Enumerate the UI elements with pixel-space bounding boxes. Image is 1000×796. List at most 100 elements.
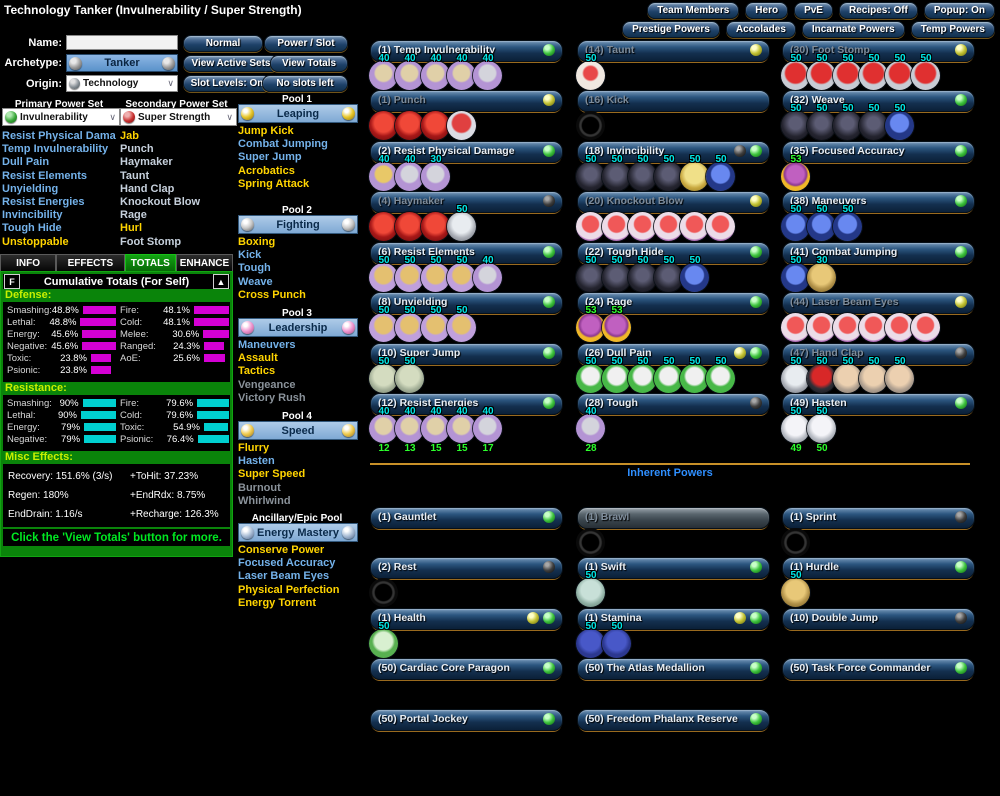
tab-enhance[interactable]: ENHANCE (175, 254, 233, 271)
enhancement-icon-greenio[interactable] (602, 364, 631, 393)
enhancement-icon-redw[interactable] (447, 111, 476, 140)
enhancement-icon-silver[interactable] (781, 364, 810, 393)
power-44-laser-beam-eyes[interactable]: (44) Laser Beam Eyes444645454546 (781, 292, 975, 353)
enhancement-icon-resel[interactable] (369, 263, 398, 292)
pool-item-spring-attack[interactable]: Spring Attack (238, 177, 310, 190)
slot-levels-button[interactable]: Slot Levels: On (183, 75, 271, 92)
enhancement-slot[interactable]: 5335 (781, 154, 810, 202)
enhancement-icon-sj[interactable] (395, 364, 424, 393)
enhancement-slot[interactable]: 5011 (395, 255, 424, 303)
enhancement-slot[interactable]: 5014 (576, 53, 605, 101)
enhancement-slot[interactable]: 5046 (680, 356, 709, 404)
enhancement-slot[interactable]: 39 (654, 204, 683, 252)
enhancement-icon-dark[interactable] (807, 111, 836, 140)
enhancement-icon-red[interactable] (395, 111, 424, 140)
power-bar[interactable]: (1) Gauntlet (370, 507, 563, 529)
enhancement-slot[interactable]: 5023 (602, 621, 631, 669)
pool-item-hasten[interactable]: Hasten (238, 455, 275, 468)
enhancement-icon-greenio[interactable] (680, 364, 709, 393)
top-button-prestige-powers[interactable]: Prestige Powers (622, 21, 720, 38)
power-bar[interactable]: (1) Stamina (577, 608, 770, 630)
enhancement-icon-fancy[interactable] (885, 313, 914, 342)
enhancement-slot[interactable]: 1 (576, 520, 605, 568)
powerset-item-jab[interactable]: Jab (120, 130, 139, 142)
power-bar[interactable]: (10) Super Jump (370, 343, 563, 365)
enhancement-icon-yel[interactable] (680, 162, 709, 191)
power-35-focused-accuracy[interactable]: (35) Focused Accuracy5335 (781, 141, 975, 202)
enhancement-slot[interactable]: 5031 (395, 356, 424, 404)
enhancement-icon-blue[interactable] (833, 212, 862, 241)
enhancement-icon-hurdle[interactable] (781, 578, 810, 607)
enhancement-icon-empty[interactable] (576, 528, 605, 557)
enhancement-icon-lavs[interactable] (421, 162, 450, 191)
powerset-item-unstoppable[interactable]: Unstoppable (2, 235, 69, 248)
enhancement-icon-fancy[interactable] (781, 313, 810, 342)
enhancement-icon-gold[interactable] (602, 313, 631, 342)
enhancement-icon-fancy[interactable] (602, 212, 631, 241)
power-1-sprint[interactable]: (1) Sprint1 (781, 507, 975, 568)
enhancement-slot[interactable]: 45 (833, 305, 862, 353)
pool-item-whirlwind[interactable]: Whirlwind (238, 494, 291, 507)
pool-item-super-speed[interactable]: Super Speed (238, 468, 306, 481)
enhancement-icon-gold[interactable] (781, 162, 810, 191)
pool-item-focused-accuracy[interactable]: Focused Accuracy (238, 557, 336, 570)
power-bar[interactable]: (1) Swift (577, 557, 770, 579)
enhancement-icon-resel[interactable] (421, 263, 450, 292)
enhancement-icon-resel[interactable] (447, 263, 476, 292)
power-38-maneuvers[interactable]: (38) Maneuvers503850425043 (781, 191, 975, 252)
enhancement-icon-greenio[interactable] (706, 364, 735, 393)
enhancement-slot[interactable]: 5042 (885, 53, 914, 101)
power-bar[interactable]: (50) Portal Jockey (370, 709, 563, 731)
power-bar[interactable]: (16) Kick (577, 90, 770, 112)
power-1-punch[interactable]: (1) Punch1335 (369, 90, 563, 151)
primary-set-selector[interactable]: Invulnerability ∨ (2, 108, 120, 126)
enhancement-icon-face[interactable] (859, 364, 888, 393)
enhancement-slot[interactable]: 5032 (781, 103, 810, 151)
powerset-item-rage[interactable]: Rage (120, 209, 147, 222)
enhancement-icon-stam[interactable] (576, 629, 605, 658)
power-18-invincibility[interactable]: (18) Invincibility5018502750275029502950… (576, 141, 770, 202)
power-bar[interactable]: (1) Hurdle (782, 557, 975, 579)
power-20-knockout-blow[interactable]: (20) Knockout Blow203737393939 (576, 191, 770, 252)
enhancement-icon-mouth[interactable] (576, 61, 605, 90)
enhancement-icon-lav[interactable] (395, 61, 424, 90)
enhancement-slot[interactable]: 37 (628, 204, 657, 252)
power-bar[interactable]: (41) Combat Jumping (782, 242, 975, 264)
power-50-portal-jockey[interactable]: (50) Portal Jockey (370, 709, 563, 731)
top-button-pve[interactable]: PvE (794, 2, 833, 19)
enhancement-icon-dark[interactable] (602, 263, 631, 292)
pool-item-acrobatics[interactable]: Acrobatics (238, 164, 295, 177)
enhancement-icon-red[interactable] (395, 212, 424, 241)
enhancement-icon-empty[interactable] (576, 111, 605, 140)
enhancement-slot[interactable]: 405 (395, 154, 424, 202)
enhancement-icon-greenio[interactable] (576, 364, 605, 393)
enhancement-icon-fancy[interactable] (654, 212, 683, 241)
enhancement-slot[interactable]: 4 (369, 204, 398, 252)
enhancement-slot[interactable]: 5 (447, 103, 476, 151)
power-bar[interactable]: (50) Task Force Commander (782, 658, 975, 680)
power-14-taunt[interactable]: (14) Taunt5014 (576, 40, 770, 101)
enhancement-slot[interactable]: 5324 (576, 305, 605, 353)
enhancement-icon-blue[interactable] (885, 111, 914, 140)
power-1-gauntlet[interactable]: (1) Gauntlet (370, 507, 563, 529)
power-bar[interactable]: (1) Health (370, 608, 563, 630)
enhancement-icon-dark[interactable] (602, 162, 631, 191)
enhancement-slot[interactable]: 39 (706, 204, 735, 252)
enhancement-icon-redsil[interactable] (911, 61, 940, 90)
enhancement-slot[interactable]: 5048 (706, 356, 735, 404)
enhancement-icon-dark[interactable] (654, 263, 683, 292)
power-bar[interactable]: (12) Resist Energies (370, 393, 563, 415)
enhancement-icon-dark[interactable] (576, 263, 605, 292)
enhancement-icon-greenio[interactable] (628, 364, 657, 393)
power-1-swift[interactable]: (1) Swift501 (576, 557, 770, 618)
enhancement-slot[interactable]: 5021 (421, 305, 450, 353)
power-bar[interactable]: (24) Rage (577, 292, 770, 314)
enhancement-slot[interactable]: 407 (395, 53, 424, 101)
powerset-item-taunt[interactable]: Taunt (120, 169, 150, 182)
